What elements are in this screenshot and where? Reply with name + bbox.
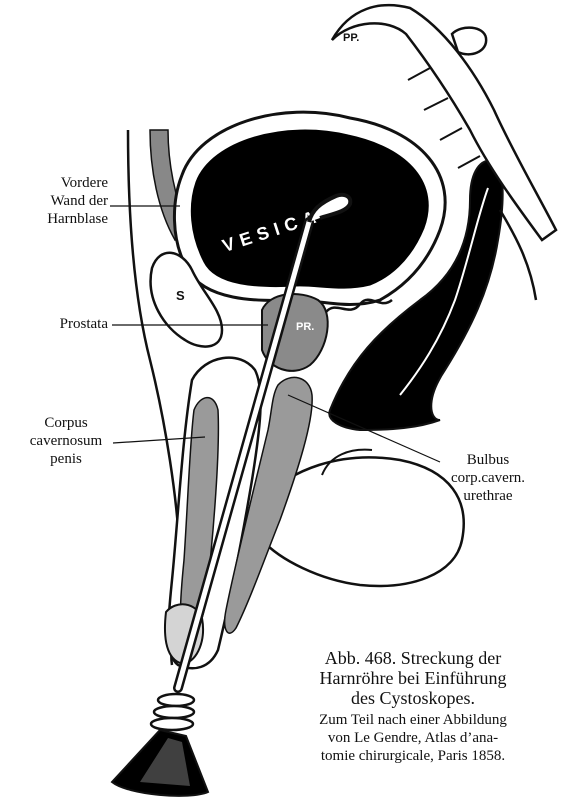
label-corpus-line-2: cavernosum	[20, 432, 112, 450]
label-prostata-text: Prostata	[20, 315, 108, 333]
label-vordere-wand-line-2: Wand der	[20, 192, 108, 210]
label-bulbus-line-3: urethrae	[432, 487, 544, 505]
caption-title: Abb. 468. Streckung der Harnröhre bei Ei…	[270, 648, 556, 708]
label-bulbus-line-1: Bulbus	[432, 451, 544, 469]
pp-label: PP.	[343, 32, 359, 44]
label-vordere-wand-line-1: Vordere	[20, 174, 108, 192]
label-corpus-line-3: penis	[20, 450, 112, 468]
label-prostata: Prostata	[20, 315, 108, 333]
caption-source: Zum Teil nach einer Abbildung von Le Gen…	[270, 711, 556, 765]
caption-title-line-2: Harnröhre bei Einführung	[270, 668, 556, 688]
prostate-label: PR.	[296, 321, 314, 333]
caption-title-line-3: des Cystoskopes.	[270, 688, 556, 708]
caption-source-line-3: tomie chirurgicale, Paris 1858.	[270, 747, 556, 765]
caption-title-line-1: Abb. 468. Streckung der	[270, 648, 556, 668]
label-vordere-wand-line-3: Harnblase	[20, 210, 108, 228]
bone-fragment	[452, 28, 486, 55]
symphysis-label: S	[176, 288, 185, 303]
caption-source-line-2: von Le Gendre, Atlas d’ana-	[270, 729, 556, 747]
cystoscope-ring-1	[158, 694, 194, 706]
label-bulbus: Bulbus corp.cavern. urethrae	[432, 451, 544, 505]
label-corpus-line-1: Corpus	[20, 414, 112, 432]
cystoscope-ring-3	[151, 718, 193, 730]
label-corpus-cavernosum: Corpus cavernosum penis	[20, 414, 112, 468]
label-bulbus-line-2: corp.cavern.	[432, 469, 544, 487]
label-vordere-wand: Vordere Wand der Harnblase	[20, 174, 108, 228]
caption-source-line-1: Zum Teil nach einer Abbildung	[270, 711, 556, 729]
cystoscope-ring-2	[154, 706, 194, 718]
